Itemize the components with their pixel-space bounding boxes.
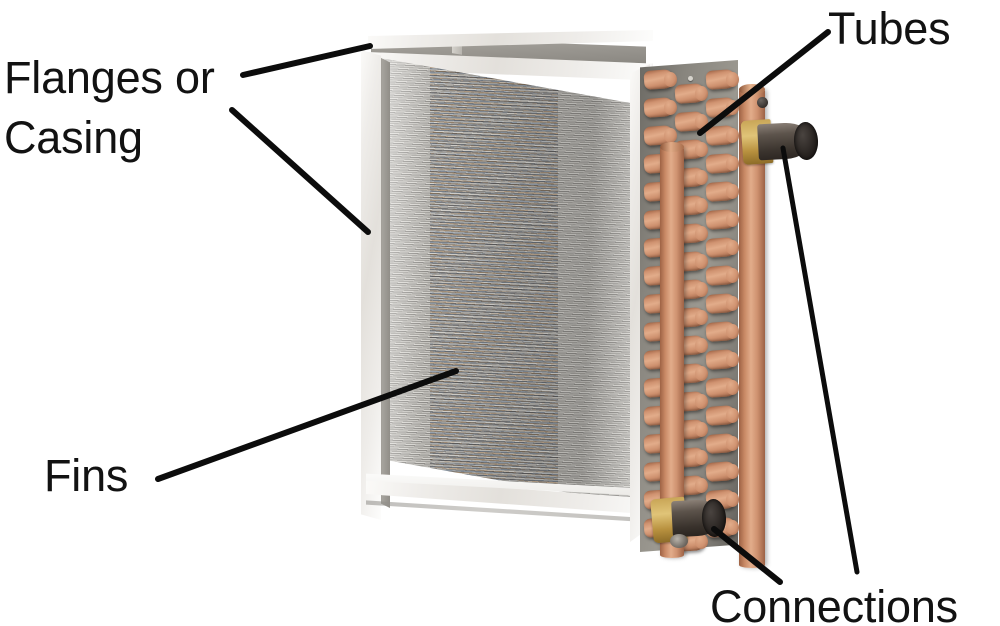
leader-line-flanges: [229, 107, 371, 235]
connection-bottom: [650, 492, 738, 550]
copper-tube-end: [726, 408, 739, 423]
copper-tube-end: [726, 324, 739, 339]
copper-tube-end: [726, 72, 739, 87]
copper-tube-end: [726, 520, 739, 535]
tube-bundle: [640, 60, 768, 568]
label-connections: Connections: [710, 581, 958, 626]
copper-tube-end: [695, 394, 708, 409]
copper-tube-end: [695, 170, 708, 185]
fin-block: [380, 58, 642, 506]
leader-line-tubes: [697, 29, 831, 136]
copper-tube-end: [726, 128, 739, 143]
copper-tube-end: [664, 128, 677, 143]
tube-sheet-screw: [688, 76, 693, 81]
copper-tube-end: [726, 212, 739, 227]
copper-tube-end: [726, 436, 739, 451]
copper-tube-end: [695, 254, 708, 269]
copper-tube-end: [695, 310, 708, 325]
leader-line-fins: [155, 368, 459, 482]
copper-tube-end: [726, 268, 739, 283]
copper-tube-end: [726, 464, 739, 479]
copper-tube-end: [726, 184, 739, 199]
leader-line-connections: [780, 145, 860, 575]
copper-tube-end: [695, 422, 708, 437]
copper-tube-end: [726, 156, 739, 171]
label-tubes: Tubes: [828, 3, 951, 54]
copper-tube-end: [726, 352, 739, 367]
fin-block-shading: [380, 58, 642, 506]
copper-tube-end: [664, 100, 677, 115]
label-flanges-line2: Casing: [4, 112, 143, 163]
label-fins: Fins: [44, 450, 129, 501]
copper-header-tube-front: [660, 146, 684, 558]
copper-tube-end: [695, 114, 708, 129]
copper-tube-end: [695, 534, 708, 549]
label-flanges-or-casing: Flanges or Casing: [4, 48, 215, 168]
copper-header-tube-rear: [739, 88, 765, 568]
copper-tube-end: [726, 296, 739, 311]
copper-tube-end: [695, 282, 708, 297]
copper-tube-end: [695, 198, 708, 213]
copper-tube-end: [695, 86, 708, 101]
copper-tube-end: [695, 142, 708, 157]
copper-tube-end: [695, 450, 708, 465]
copper-tube-end: [726, 240, 739, 255]
copper-tube-end: [664, 72, 677, 87]
drain-fitting: [670, 534, 688, 548]
copper-tube-end: [726, 380, 739, 395]
label-flanges-line1: Flanges or: [4, 52, 215, 103]
copper-tube-end: [695, 366, 708, 381]
copper-tube-end: [695, 226, 708, 241]
header-cap-bolt: [757, 97, 768, 108]
leader-line-connections: [711, 526, 783, 585]
copper-tube-end: [726, 492, 739, 507]
leader-line-flanges: [240, 43, 373, 78]
copper-header-front-cap: [660, 142, 684, 152]
copper-tube-end: [695, 338, 708, 353]
copper-tube-end: [695, 478, 708, 493]
